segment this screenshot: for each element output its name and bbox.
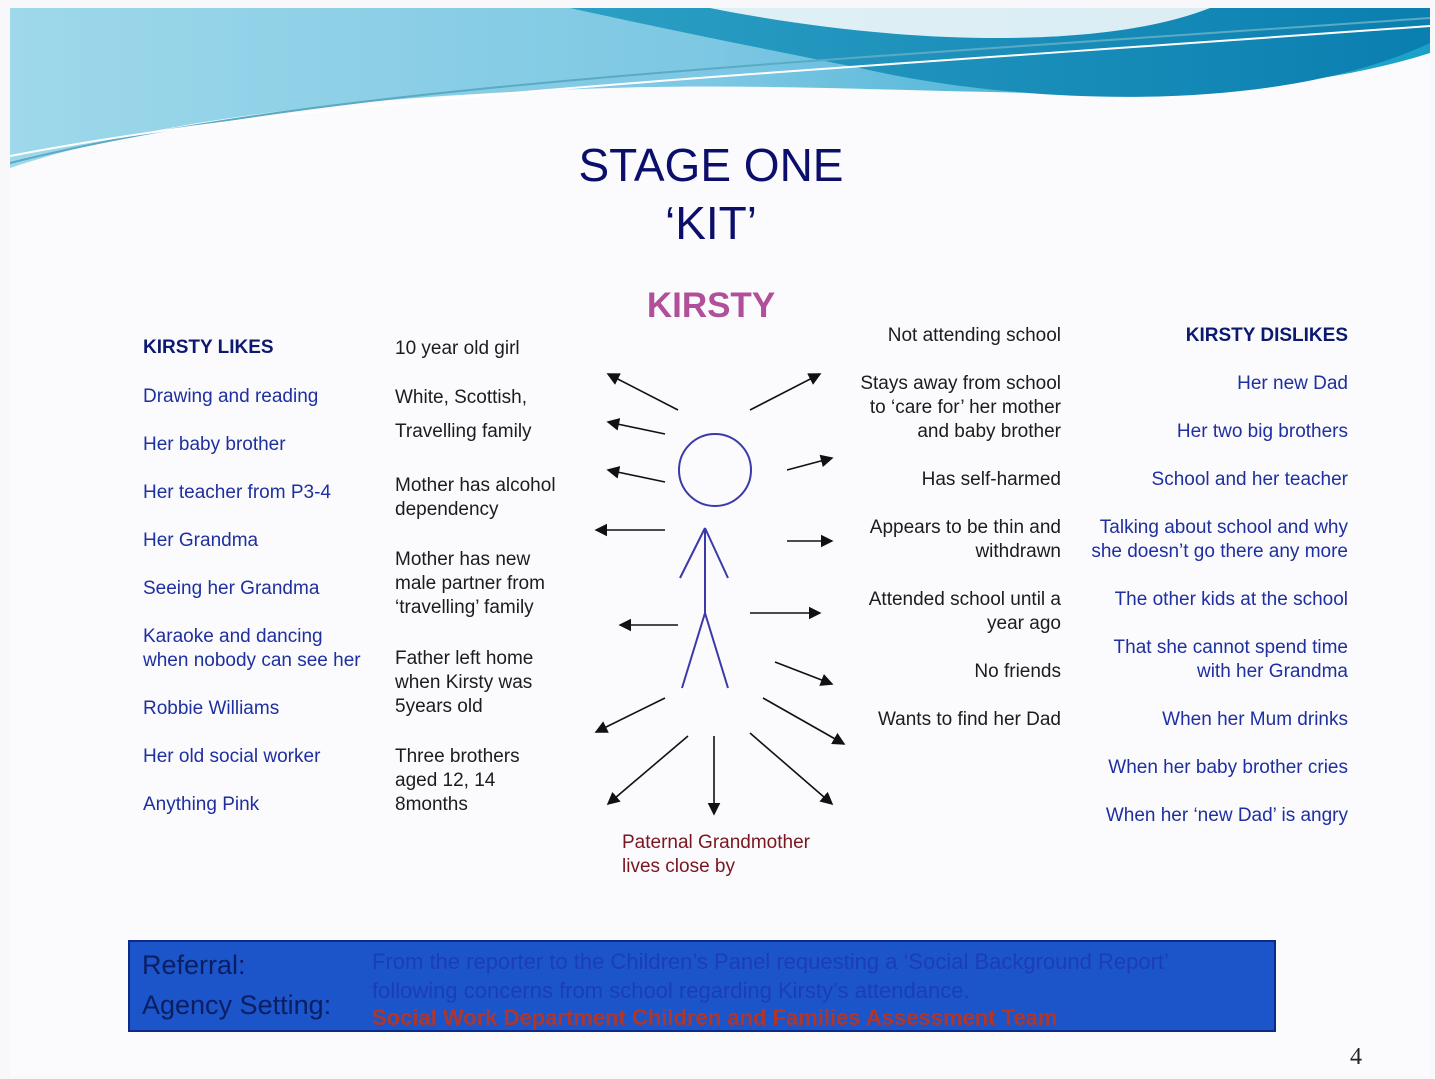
- concern-item: year ago: [987, 613, 1061, 634]
- concern-item: Wants to find her Dad: [877, 709, 1061, 730]
- referral-line1: From the reporter to the Children’s Pane…: [372, 949, 1169, 974]
- likes-item: Seeing her Grandma: [143, 578, 320, 599]
- dislikes-item: When her Mum drinks: [1162, 709, 1348, 730]
- referral-label: Referral:: [142, 950, 246, 980]
- concern-item: Not attending school: [887, 325, 1061, 346]
- fact-item: Mother has alcohol: [395, 475, 556, 496]
- concern-item: Appears to be thin and: [869, 517, 1061, 538]
- arrows: [594, 373, 846, 816]
- concern-item: withdrawn: [975, 541, 1061, 562]
- fact-item: Travelling family: [395, 421, 532, 442]
- agency-setting-label: Agency Setting:: [142, 990, 332, 1020]
- fact-item: 10 year old girl: [395, 338, 520, 359]
- fact-item: ‘travelling’ family: [395, 597, 534, 618]
- concern-item: to ‘care for’ her mother: [869, 397, 1061, 418]
- likes-item: Her teacher from P3-4: [143, 482, 331, 503]
- fact-item: when Kirsty was: [395, 672, 533, 693]
- likes-item: Anything Pink: [143, 794, 260, 815]
- dislikes-item: with her Grandma: [1196, 661, 1348, 682]
- dislikes-item: Her new Dad: [1237, 373, 1348, 394]
- likes-item: Her baby brother: [143, 434, 286, 455]
- dislikes-item: School and her teacher: [1151, 469, 1348, 490]
- grandmother-note-line1: Paternal Grandmother: [622, 832, 810, 853]
- fact-item: Three brothers: [395, 746, 520, 767]
- likes-item: Drawing and reading: [143, 386, 319, 407]
- referral-banner: Referral: Agency Setting: From the repor…: [128, 940, 1276, 1032]
- grandmother-note-line2: lives close by: [622, 856, 735, 877]
- title-line2: ‘KIT’: [665, 197, 757, 249]
- fact-item: White, Scottish,: [395, 387, 527, 408]
- title-line1: STAGE ONE: [578, 139, 844, 191]
- concern-item: Attended school until a: [868, 589, 1061, 610]
- likes-heading: KIRSTY LIKES: [143, 337, 274, 358]
- concern-item: Stays away from school: [860, 373, 1061, 394]
- concern-item: Has self-harmed: [921, 469, 1061, 490]
- slide: STAGE ONE ‘KIT’ KIRSTY KIRSTY LIKES Draw…: [10, 8, 1430, 1076]
- dislikes-heading: KIRSTY DISLIKES: [1185, 325, 1348, 346]
- concern-item: and baby brother: [917, 421, 1061, 442]
- page-number: 4: [1350, 1044, 1362, 1070]
- agency-setting-value: Social Work Department Children and Fami…: [372, 1005, 1058, 1030]
- dislikes-item: That she cannot spend time: [1113, 637, 1348, 658]
- likes-item: when nobody can see her: [143, 650, 361, 671]
- fact-item: Mother has new: [395, 549, 531, 570]
- stick-figure: [678, 433, 752, 689]
- dislikes-item: When her baby brother cries: [1108, 757, 1348, 778]
- wave-decoration: [10, 8, 1430, 168]
- stick-figure-diagram: [594, 373, 846, 816]
- dislikes-item: she doesn’t go there any more: [1091, 541, 1348, 562]
- fact-item: male partner from: [395, 573, 545, 594]
- fact-item: 5years old: [395, 696, 483, 717]
- likes-item: Her Grandma: [143, 530, 259, 551]
- dislikes-item: Talking about school and why: [1099, 517, 1348, 538]
- dislikes-item: When her ‘new Dad’ is angry: [1105, 805, 1348, 826]
- likes-item: Karaoke and dancing: [143, 626, 323, 647]
- referral-line2: following concerns from school regarding…: [372, 978, 970, 1003]
- likes-item: Robbie Williams: [143, 698, 280, 719]
- fact-item: aged 12, 14: [395, 770, 496, 791]
- dislikes-item: The other kids at the school: [1114, 589, 1348, 610]
- likes-item: Her old social worker: [143, 746, 321, 767]
- child-name: KIRSTY: [646, 286, 776, 325]
- fact-item: 8months: [395, 794, 468, 815]
- fact-item: dependency: [395, 499, 499, 520]
- dislikes-item: Her two big brothers: [1176, 421, 1348, 442]
- concern-item: No friends: [974, 661, 1061, 682]
- fact-item: Father left home: [395, 648, 534, 669]
